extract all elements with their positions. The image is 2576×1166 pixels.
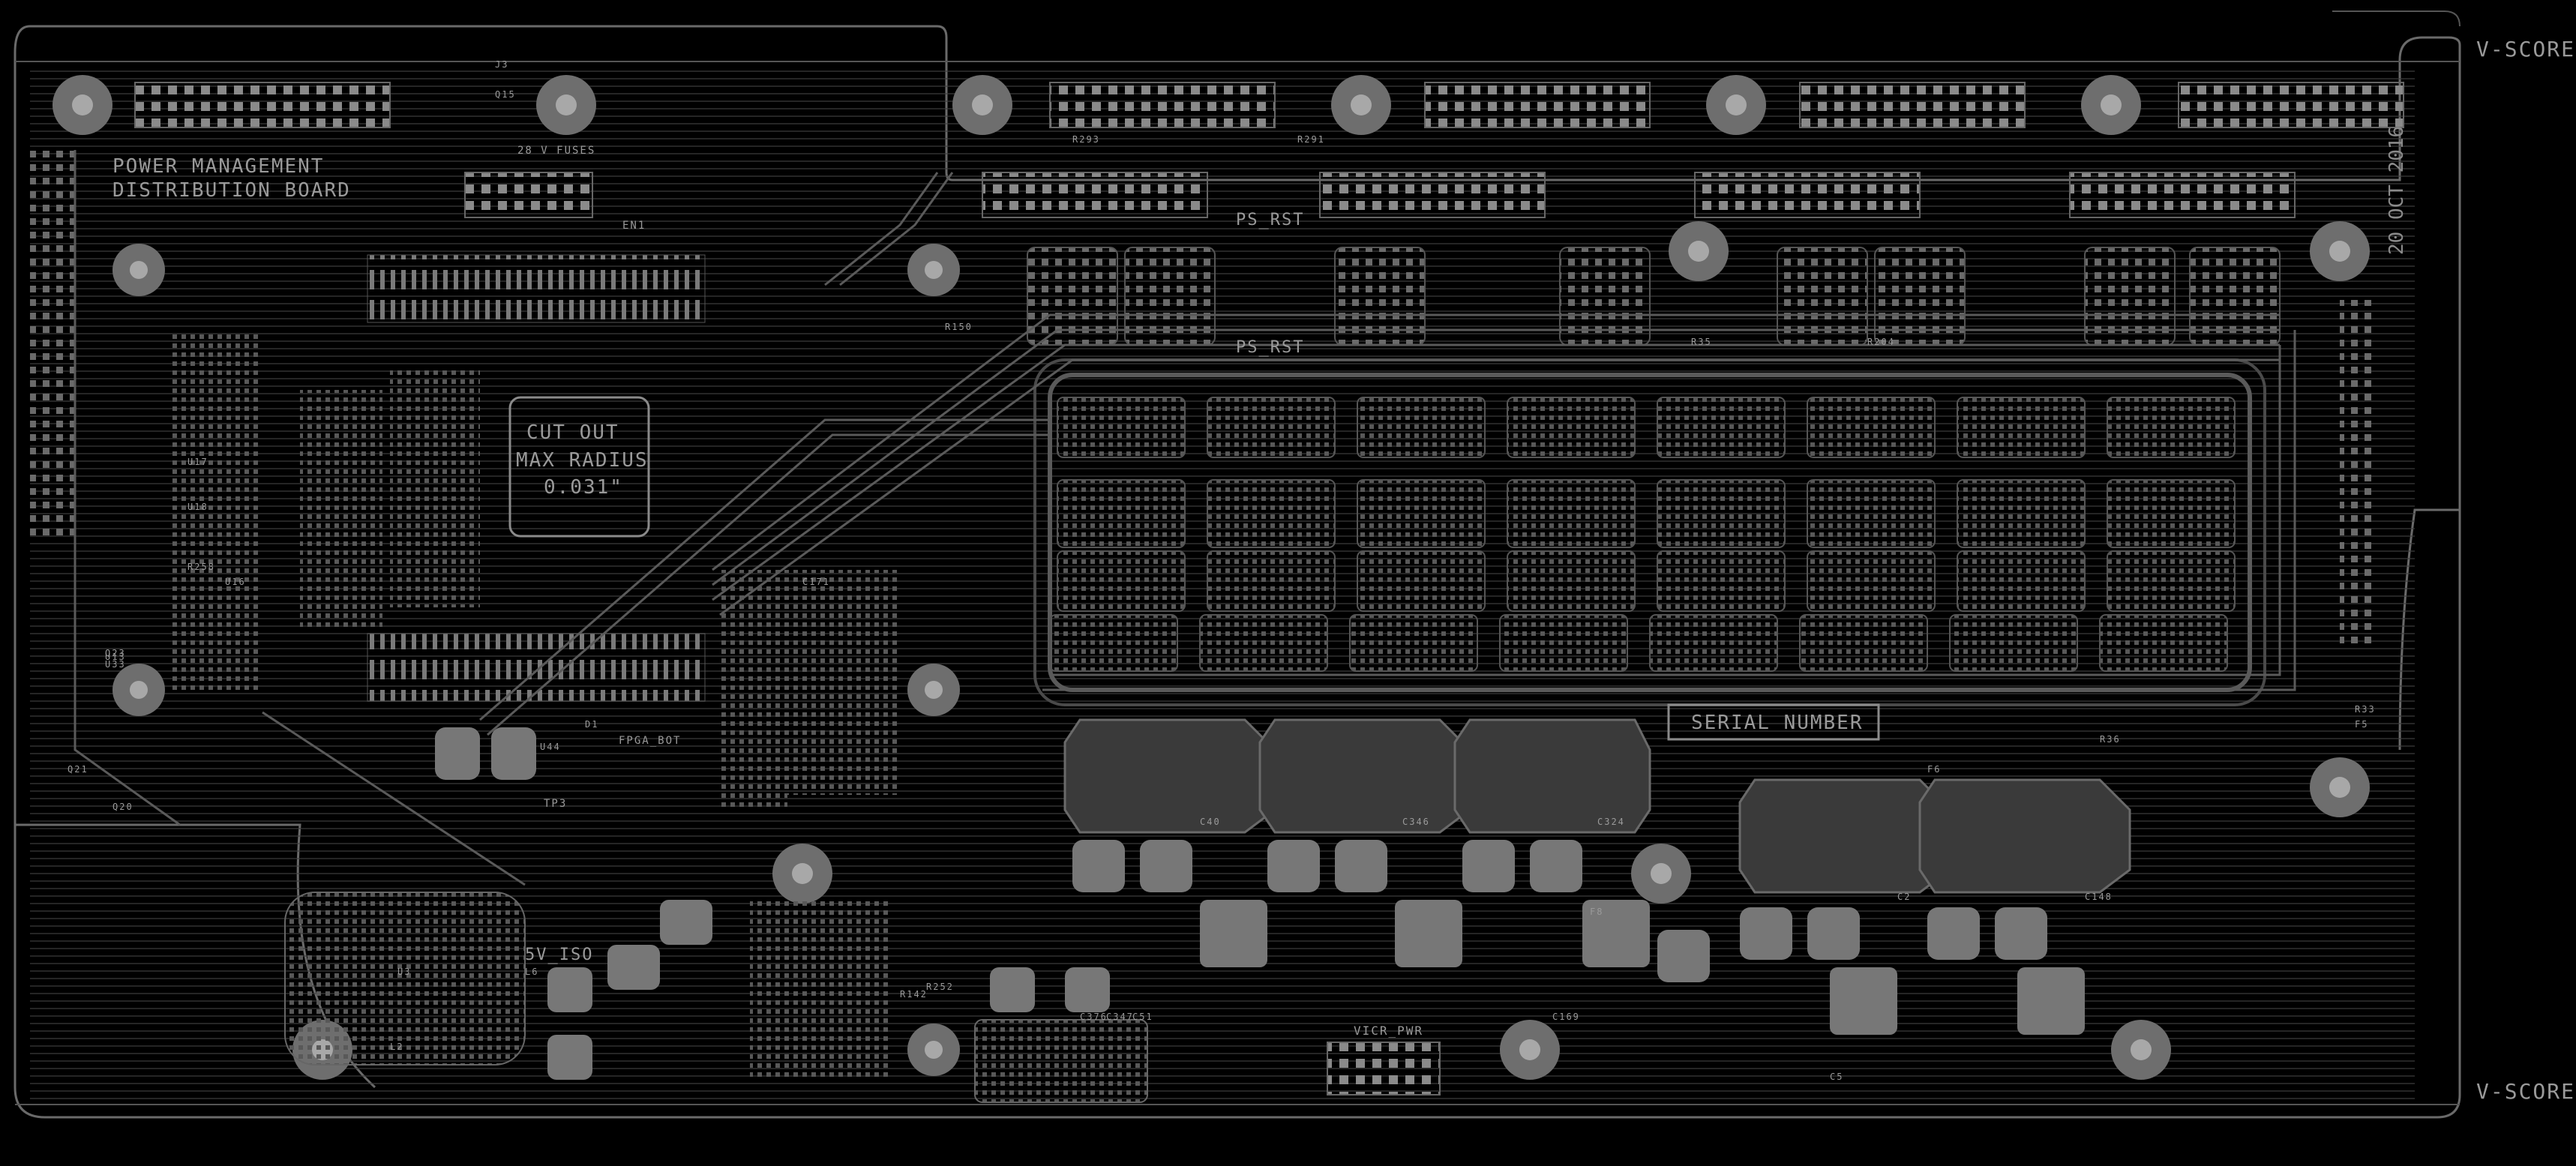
refdes-label: Q21 — [67, 764, 88, 775]
refdes-label: C346 — [1402, 817, 1430, 827]
silkscreen-text: POWER MANAGEMENT DISTRIBUTION BOARD CUT … — [112, 37, 2575, 1104]
refdes-label: C40 — [1200, 817, 1221, 827]
refdes-label: R33 — [2355, 704, 2376, 715]
serial-number-label: SERIAL NUMBER — [1691, 712, 1864, 734]
vicr-pwr-label: VICR_PWR — [1354, 1024, 1423, 1038]
en1-label: EN1 — [622, 220, 646, 232]
refdes-label: R291 — [1297, 134, 1325, 145]
fet-array — [1027, 247, 2281, 672]
refdes-label: U13 — [105, 652, 126, 662]
vscore-lines — [15, 10, 2461, 1105]
refdes-label: Q15 — [495, 89, 516, 100]
cutout-line1: CUT OUT — [526, 421, 619, 444]
refdes-label: J3 — [495, 59, 508, 70]
top-connectors — [134, 82, 2404, 218]
board-title-line1: POWER MANAGEMENT — [112, 155, 324, 178]
fuses-label: 28 V FUSES — [517, 145, 595, 157]
refdes-label: R150 — [945, 322, 973, 332]
cutout-line3: 0.031" — [544, 476, 623, 499]
refdes-label: C347 — [1106, 1012, 1134, 1022]
refdes-label: U16 — [225, 577, 246, 587]
board-title-line2: DISTRIBUTION BOARD — [112, 179, 351, 202]
refdes-label: C376 — [1080, 1012, 1108, 1022]
refdes-label: C2 — [1897, 892, 1911, 902]
refdes-label: U33 — [105, 659, 126, 670]
refdes-label: C324 — [1597, 817, 1625, 827]
refdes-label: R142 — [900, 989, 928, 1000]
refdes-label: U18 — [187, 502, 208, 512]
refdes-label: R293 — [1072, 134, 1100, 145]
mounting-hole-centers — [72, 94, 2350, 1060]
refdes-label: R258 — [187, 562, 215, 572]
refdes-label: R36 — [2100, 734, 2121, 745]
refdes-label: C148 — [2085, 892, 2113, 902]
ps-rst-label-2: PS_RST — [1236, 338, 1304, 357]
refdes-label: C171 — [802, 577, 830, 587]
refdes-label: U44 — [540, 742, 561, 752]
refdes-label: R252 — [926, 982, 954, 992]
trace-bundles — [73, 150, 2296, 886]
refdes-label: C5 — [1830, 1072, 1843, 1082]
refdes-label: R204 — [1867, 337, 1895, 347]
refdes-label: F6 — [1927, 764, 1941, 775]
refdes-label: F8 — [1590, 907, 1603, 917]
left-headers — [30, 150, 2377, 690]
cutout-line2: MAX RADIUS — [516, 449, 649, 472]
refdes-label: Q23 — [105, 648, 126, 658]
refdes-label: D1 — [585, 719, 598, 730]
refdes-label: C51 — [1132, 1012, 1153, 1022]
fine-pitch-connectors — [300, 254, 900, 1080]
refdes-label: U3 — [397, 967, 411, 977]
vscore-top-label: V-SCORE — [2476, 37, 2575, 61]
refdes-label: Q20 — [112, 802, 133, 812]
refdes-label: L6 — [525, 967, 538, 977]
ps-rst-label-1: PS_RST — [1236, 211, 1304, 229]
refdes-label: R35 — [1691, 337, 1712, 347]
tp3-label: TP3 — [544, 798, 567, 810]
refdes-label: L2 — [390, 1042, 403, 1052]
5v-label: 5V_ISO — [525, 946, 593, 964]
cutout — [508, 396, 650, 538]
date-label: 20 OCT 2016 — [2386, 125, 2408, 255]
refdes-label: C169 — [1552, 1012, 1580, 1022]
power-stages — [284, 718, 2131, 1103]
fpga-bot-label: FPGA_BOT — [619, 735, 681, 747]
serial-number-box — [1667, 703, 1880, 741]
refdes-label: U17 — [187, 457, 208, 467]
vscore-bottom-label: V-SCORE — [2476, 1079, 2575, 1104]
refdes-label: F5 — [2355, 719, 2368, 730]
